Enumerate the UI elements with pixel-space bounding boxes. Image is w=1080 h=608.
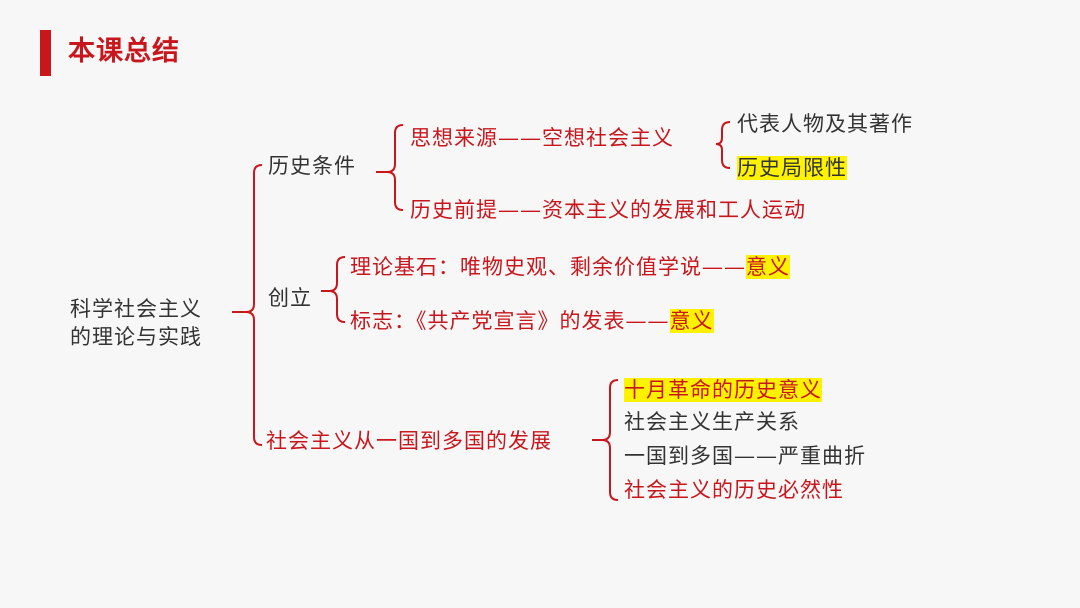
branch1-item2: 历史前提——资本主义的发展和工人运动: [410, 198, 806, 222]
root-node: 科学社会主义 的理论与实践: [70, 295, 202, 351]
branch1-label: 历史条件: [268, 154, 356, 178]
branch1-item1-sub1: 代表人物及其著作: [737, 112, 913, 136]
highlight-mark: 历史局限性: [737, 156, 847, 180]
branch2-item2: 标志：《共产党宣言》的发表——意义: [350, 307, 714, 335]
branch2-bracket: [328, 256, 346, 323]
branch3-item-3: 一国到多国——严重曲折: [624, 444, 866, 468]
branch2-item2-text: 标志：《共产党宣言》的发表——: [350, 309, 670, 333]
branch3-label: 社会主义从一国到多国的发展: [266, 429, 552, 453]
root-line-2: 的理论与实践: [70, 325, 202, 349]
branch3-item-1-text: 十月革命的历史意义: [624, 378, 822, 402]
branch2-item2-tag: 意义: [669, 309, 714, 333]
branch3-item-1: 十月革命的历史意义: [624, 376, 822, 404]
branch2-item1-text: 理论基石：唯物史观、剩余价值学说——: [350, 255, 746, 279]
branch2-label: 创立: [268, 286, 312, 310]
root-line-1: 科学社会主义: [70, 297, 202, 321]
branch3-item-4: 社会主义的历史必然性: [624, 478, 844, 502]
branch1-item1-sub2: 历史局限性: [737, 154, 847, 182]
root-bracket: [245, 164, 263, 446]
branch3-item-2: 社会主义生产关系: [624, 410, 800, 434]
branch2-item1-tag: 意义: [746, 255, 790, 279]
title-accent-bar: [40, 30, 51, 76]
branch3-bracket: [601, 379, 619, 501]
branch1-item1: 思想来源——空想社会主义: [410, 126, 674, 150]
item1-bracket: [715, 121, 731, 169]
branch2-item1: 理论基石：唯物史观、剩余价值学说——意义: [350, 253, 790, 281]
page-title: 本课总结: [68, 36, 180, 67]
branch1-bracket: [386, 124, 404, 211]
